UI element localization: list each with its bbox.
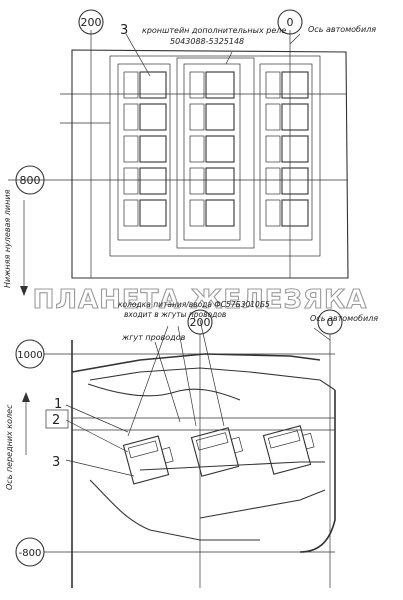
ref-circle-200-top bbox=[78, 9, 104, 35]
bracket-part-number: 5043088-5325148 bbox=[170, 37, 244, 46]
leader-box-3 bbox=[199, 319, 225, 427]
terminal-block-1 bbox=[122, 435, 174, 485]
relay bbox=[281, 103, 309, 131]
relay bbox=[139, 103, 167, 131]
relay bbox=[205, 167, 235, 195]
relay bbox=[205, 103, 235, 131]
bottom-view: 200 0 1000 -800 колодка питания/ввода ФС… bbox=[5, 300, 378, 588]
callout-3-top: 3 bbox=[120, 23, 128, 38]
leader-axis-bottom bbox=[313, 327, 331, 341]
terminal-block-label: колодка питания/ввода ФС57Б3010Б5 bbox=[118, 300, 270, 309]
callout-3-bottom: 3 bbox=[52, 455, 60, 470]
top-view: 200 0 800 3 кронштейн дополнительных рел… bbox=[3, 9, 376, 296]
relay bbox=[281, 71, 309, 99]
ref-circle-1000-label: 1000 bbox=[17, 350, 42, 361]
frame-lower-curve bbox=[89, 479, 260, 541]
callout-2: 2 bbox=[52, 413, 60, 428]
ref-circle-1000 bbox=[15, 339, 45, 369]
relay-column-middle bbox=[183, 63, 241, 241]
zero-line-arrowhead bbox=[20, 286, 28, 296]
top-mount-area bbox=[109, 55, 321, 257]
harness-label: жгут проводов bbox=[121, 333, 186, 342]
ref-circle-800-bottom bbox=[15, 537, 45, 567]
leader-2 bbox=[65, 419, 129, 453]
callout-2-box bbox=[45, 409, 69, 429]
zero-line-label: Нижняя нулевая линия bbox=[3, 189, 12, 288]
vehicle-axis-label-bottom: Ось автомобиля bbox=[310, 314, 378, 323]
ref-circle-800-top-label: 800 bbox=[20, 174, 41, 187]
terminal-block-2 bbox=[190, 427, 244, 477]
leader-1 bbox=[65, 404, 129, 433]
frame-right-edge bbox=[299, 390, 336, 553]
terminal-block-note: входит в жгуты проводов bbox=[124, 310, 226, 319]
leader-3-top bbox=[125, 33, 151, 77]
mounting-rail bbox=[139, 461, 325, 471]
relay bbox=[205, 199, 235, 227]
relay-column-left bbox=[117, 63, 171, 241]
leader-bracket bbox=[225, 51, 233, 65]
relay bbox=[281, 199, 309, 227]
bracket-label: кронштейн дополнительных реле bbox=[142, 26, 286, 35]
relay bbox=[281, 135, 309, 163]
ref-circle-800-bottom-label: -800 bbox=[19, 548, 42, 559]
terminal-block-3 bbox=[262, 425, 315, 475]
front-axle-arrowhead bbox=[22, 392, 30, 402]
ref-circle-200-top-label: 200 bbox=[81, 16, 102, 29]
relay bbox=[139, 167, 167, 195]
callout-1: 1 bbox=[54, 397, 62, 412]
mounting-bar bbox=[199, 489, 326, 519]
relay bbox=[139, 71, 167, 99]
leader-3 bbox=[65, 459, 135, 477]
leader-axis-top bbox=[289, 33, 301, 45]
relay bbox=[139, 199, 167, 227]
front-axle-label: Ось передних колес bbox=[5, 404, 14, 490]
relay bbox=[205, 71, 235, 99]
ref-circle-0-bottom-label: 0 bbox=[327, 316, 334, 329]
frame-arc bbox=[87, 383, 241, 401]
ref-circle-0-bottom bbox=[317, 309, 343, 335]
ref-circle-200-bottom-label: 200 bbox=[190, 316, 211, 329]
leader-box-1 bbox=[127, 325, 169, 437]
relay bbox=[205, 135, 235, 163]
frame-top-curve bbox=[71, 353, 321, 373]
leader-box-2 bbox=[177, 325, 197, 427]
ref-circle-0-top-label: 0 bbox=[287, 16, 294, 29]
relay bbox=[281, 167, 309, 195]
ref-circle-200-bottom bbox=[187, 309, 213, 335]
relay bbox=[139, 135, 167, 163]
top-frame bbox=[71, 49, 349, 279]
ref-circle-800-top bbox=[15, 165, 45, 195]
leader-harness bbox=[154, 341, 181, 423]
relay-column-right bbox=[259, 63, 313, 241]
vehicle-axis-label-top: Ось автомобиля bbox=[308, 25, 376, 34]
ref-circle-0-top bbox=[277, 9, 303, 35]
frame-inner-curve bbox=[89, 367, 336, 391]
central-bracket bbox=[176, 57, 255, 249]
